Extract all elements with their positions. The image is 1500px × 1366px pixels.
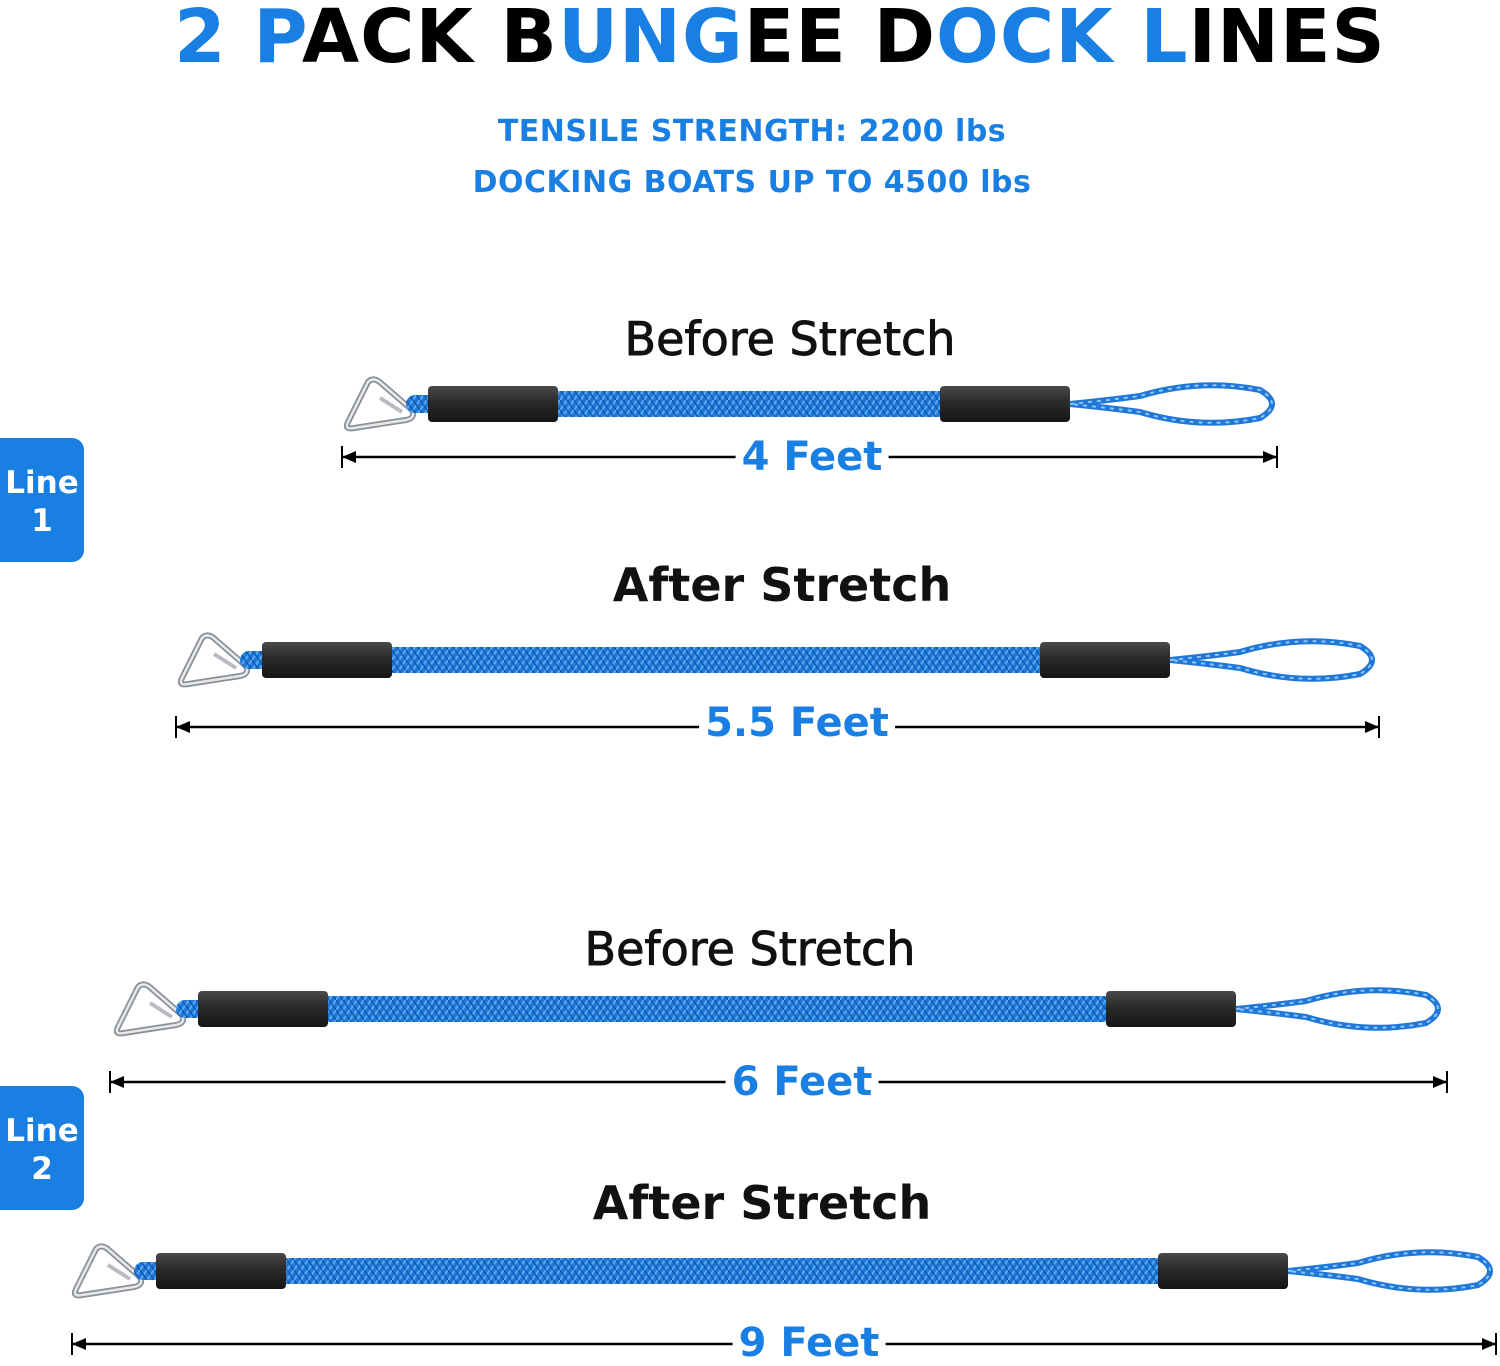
- title-segment: I: [1188, 0, 1218, 80]
- line1-after-length: 5.5 Feet: [699, 703, 895, 743]
- tensile-strength-spec: TENSILE STRENGTH: 2200 lbs: [497, 114, 1007, 149]
- bungee-cord: [238, 996, 1146, 1022]
- foam-sleeve: [1106, 991, 1236, 1027]
- rope-loop: [1287, 1249, 1493, 1293]
- foam-sleeve: [940, 386, 1070, 422]
- title-segment: NES: [1217, 0, 1386, 80]
- title-segment: EE D: [743, 0, 937, 80]
- line2-after-rope: [71, 1243, 1493, 1299]
- line2-badge: Line 2: [0, 1086, 84, 1210]
- bungee-cord: [302, 647, 1080, 673]
- title-segment: ACK B: [301, 0, 558, 80]
- foam-sleeve: [262, 642, 392, 678]
- line2-after-length: 9 Feet: [732, 1323, 886, 1363]
- rope-loop: [1235, 987, 1441, 1031]
- line1-after-rope: [177, 632, 1375, 688]
- bungee-cord: [196, 1258, 1198, 1284]
- title-segment: UNG: [557, 0, 744, 80]
- line2-before-stretch-label: Before Stretch: [584, 922, 916, 977]
- line1-badge: Line 1: [0, 438, 84, 562]
- title-segment: 2 P: [174, 0, 302, 80]
- foam-sleeve: [1158, 1253, 1288, 1289]
- carabiner-icon: [343, 376, 417, 432]
- foam-sleeve: [1040, 642, 1170, 678]
- bungee-cord: [468, 391, 980, 417]
- rope-loop: [1169, 638, 1375, 682]
- page-title: 2 PACK BUNGEE DOCK LINES: [0, 0, 1500, 80]
- line2-after-stretch-label: After Stretch: [592, 1176, 932, 1230]
- line1-after-stretch-label: After Stretch: [612, 558, 952, 612]
- line1-before-length: 4 Feet: [735, 437, 889, 477]
- line2-badge-word: Line: [5, 1113, 79, 1149]
- line2-badge-number: 2: [31, 1151, 53, 1187]
- carabiner-icon: [113, 981, 187, 1037]
- line1-badge-number: 1: [31, 503, 53, 539]
- line1-before-rope: [343, 376, 1275, 432]
- foam-sleeve: [428, 386, 558, 422]
- rope-loop: [1069, 382, 1275, 426]
- carabiner-icon: [177, 632, 251, 688]
- foam-sleeve: [156, 1253, 286, 1289]
- foam-sleeve: [198, 991, 328, 1027]
- line1-before-stretch-label: Before Stretch: [624, 312, 956, 367]
- title-segment: OCK L: [936, 0, 1189, 80]
- line1-badge-word: Line: [5, 465, 79, 501]
- docking-capacity-spec: DOCKING BOATS UP TO 4500 lbs: [472, 165, 1032, 200]
- line2-before-rope: [113, 981, 1441, 1037]
- carabiner-icon: [71, 1243, 145, 1299]
- line2-before-length: 6 Feet: [725, 1062, 879, 1102]
